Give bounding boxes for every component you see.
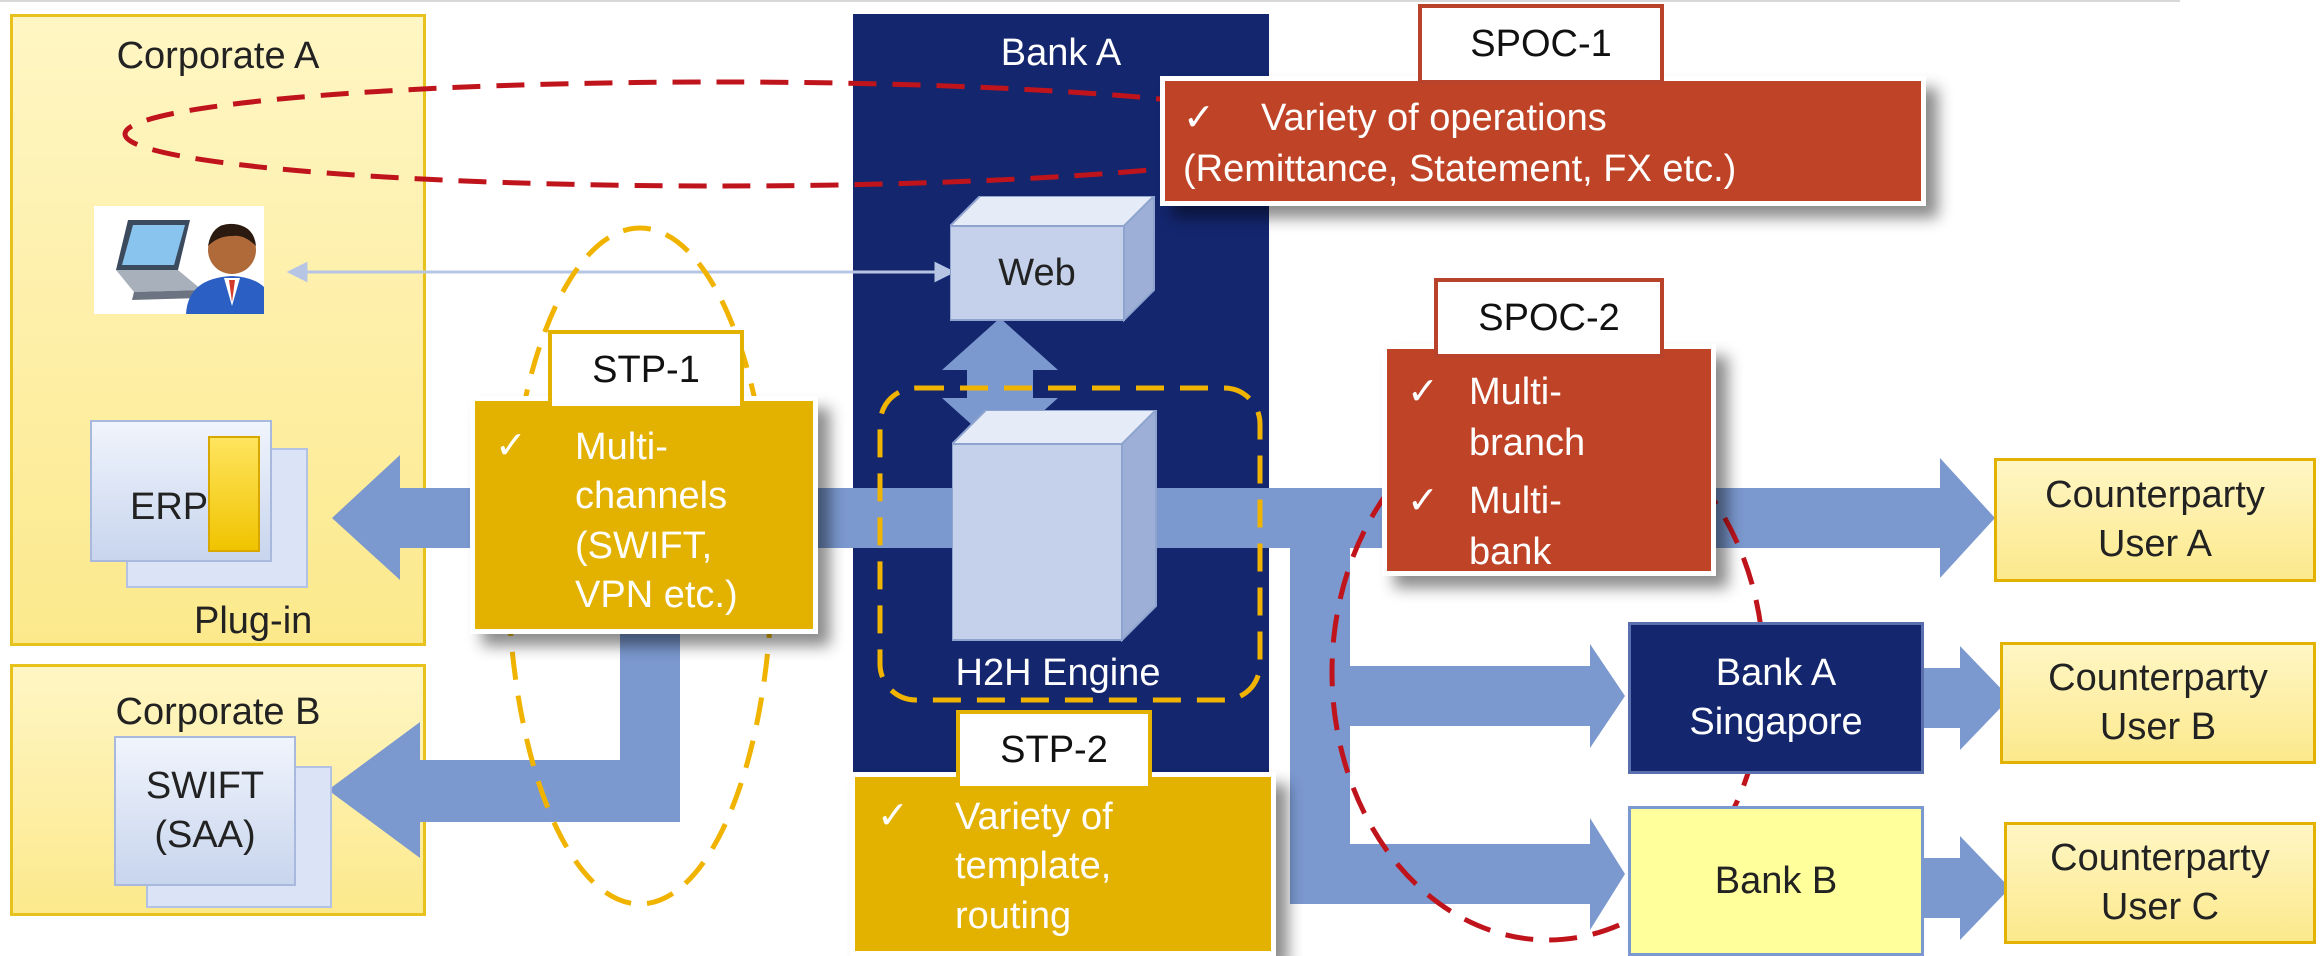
check-icon: ✓: [495, 425, 527, 467]
bank-b-box: Bank B: [1628, 806, 1924, 956]
stp2-tag: STP-2: [956, 710, 1152, 790]
h2h-engine-block: [952, 410, 1158, 642]
bank-b-label: Bank B: [1714, 859, 1838, 902]
stp1-tag: STP-1: [548, 330, 744, 410]
stp2-item: ✓ Variety of template, routing: [877, 793, 1261, 941]
counterparty-user-b-box: Counterparty User B: [2000, 642, 2316, 764]
link-head-left: [286, 261, 308, 283]
spoc2-item-branch: ✓ Multi- branch: [1407, 367, 1701, 470]
user-at-laptop-icon: [94, 206, 264, 314]
arrow-to-erp: [332, 455, 480, 580]
bank-a-singapore-box: Bank A Singapore: [1628, 622, 1924, 774]
counterparty-user-c-box: Counterparty User C: [2004, 822, 2316, 944]
spoc2-item-bank: ✓ Multi- bank: [1407, 476, 1701, 579]
spoc2-tag: SPOC-2: [1434, 278, 1664, 358]
top-divider: [0, 0, 2180, 2]
counterparty-user-a-label: Counterparty User A: [2045, 473, 2265, 565]
spoc1-item-1: ✓ Variety of operations: [1183, 93, 1903, 144]
h2h-engine-label: H2H Engine: [955, 652, 1161, 694]
link-head-right: [934, 261, 956, 283]
check-icon: ✓: [1183, 97, 1215, 139]
web-label: Web: [998, 251, 1076, 294]
arrow-to-bank-a-singapore: [1320, 644, 1625, 748]
check-icon: ✓: [1407, 371, 1439, 413]
erp-label: ERP: [130, 486, 209, 528]
arrow-to-bank-b: [1320, 818, 1625, 930]
bank-a-title: Bank A: [1000, 32, 1122, 74]
stp2-dashed-rect: [877, 385, 1263, 703]
check-icon: ✓: [877, 795, 909, 837]
spoc2-list: ✓ Multi- branch ✓ Multi- bank: [1407, 367, 1701, 578]
stp2-box: ✓ Variety of template, routing: [850, 772, 1276, 956]
spoc1-item-2: (Remittance, Statement, FX etc.): [1183, 148, 1737, 191]
erp-doc-icon: [208, 436, 260, 552]
web-box: [950, 196, 1156, 323]
corporate-a-title: Corporate A: [116, 35, 320, 77]
spoc1-tag: SPOC-1: [1418, 4, 1664, 84]
arrow-to-counterparty-b: [1922, 646, 2010, 750]
corporate-b-title: Corporate B: [115, 691, 321, 733]
arrow-to-counterparty-c: [1922, 836, 2010, 940]
arrow-to-swift: [328, 620, 680, 858]
spoc1-box: ✓ Variety of operations (Remittance, Sta…: [1160, 76, 1926, 206]
counterparty-user-c-label: Counterparty User C: [2050, 836, 2270, 928]
check-icon: ✓: [1407, 479, 1439, 522]
bank-a-singapore-label: Bank A Singapore: [1689, 651, 1863, 743]
counterparty-user-a-box: Counterparty User A: [1994, 458, 2316, 582]
swift-card: SWIFT (SAA): [114, 736, 296, 886]
spoc2-box: ✓ Multi- branch ✓ Multi- bank: [1382, 344, 1716, 576]
arrow-to-counterparty-a: [1700, 458, 1995, 578]
counterparty-user-b-label: Counterparty User B: [2048, 656, 2268, 748]
stp1-item: ✓ Multi- channels (SWIFT, VPN etc.): [495, 423, 803, 621]
stp1-box: ✓ Multi- channels (SWIFT, VPN etc.): [470, 396, 818, 634]
plugin-label: Plug-in: [194, 600, 313, 642]
swift-label: SWIFT (SAA): [145, 764, 265, 856]
spoc1-dashed-ellipse: [122, 79, 1318, 189]
